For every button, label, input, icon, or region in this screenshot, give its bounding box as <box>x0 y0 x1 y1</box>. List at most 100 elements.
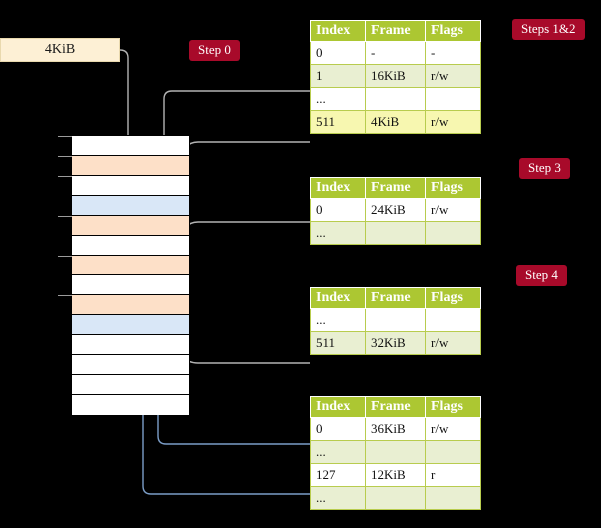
table-cell: 0 <box>310 198 366 222</box>
memory-row <box>72 315 189 336</box>
table-cell: r/w <box>425 64 481 88</box>
table-cell <box>425 486 481 510</box>
column-header-frame: Frame <box>365 20 426 42</box>
wire-l2-row0-to-memory <box>175 221 310 252</box>
memory-row-tick <box>58 155 72 157</box>
wire-l4-row0-to-memory <box>151 339 310 445</box>
source-frame-box: 4KiB <box>0 38 120 62</box>
table-cell <box>425 440 481 464</box>
table-cell <box>365 221 426 245</box>
table-cell: r/w <box>425 331 481 355</box>
memory-row <box>72 275 189 296</box>
memory-row <box>72 355 189 376</box>
table-cell <box>425 87 481 111</box>
memory-row <box>58 136 189 156</box>
table-cell: 511 <box>310 331 366 355</box>
table-cell: 511 <box>310 110 366 134</box>
table-cell: 12KiB <box>365 463 426 487</box>
wire-l1-row511-to-memory <box>175 141 310 169</box>
table-cell <box>365 440 426 464</box>
column-header-flags: Flags <box>425 177 481 199</box>
table-cell: ... <box>310 486 366 510</box>
badge-step-0: Step 0 <box>189 40 240 61</box>
table-cell: ... <box>310 440 366 464</box>
memory-row-tick <box>58 136 72 137</box>
table-cell: 32KiB <box>365 331 426 355</box>
source-frame-label: 4KiB <box>44 42 76 57</box>
badge-steps-1-2: Steps 1&2 <box>512 19 585 40</box>
wire-l3-row511-to-memory <box>171 318 310 364</box>
table-row: ... <box>310 221 481 245</box>
memory-row <box>72 195 189 216</box>
memory-row <box>72 375 189 395</box>
table-row: ... <box>310 440 481 464</box>
physical-memory-column <box>58 135 190 415</box>
table-row: ... <box>310 486 481 510</box>
table-cell: r <box>425 463 481 487</box>
column-header-index: Index <box>310 396 366 418</box>
column-header-flags: Flags <box>425 396 481 418</box>
column-header-index: Index <box>310 20 366 42</box>
table-cell: 1 <box>310 64 366 88</box>
table-row: ... <box>310 87 481 111</box>
memory-row-tick <box>58 295 72 297</box>
table-cell <box>365 486 426 510</box>
table-row: 0-- <box>310 41 481 65</box>
column-header-frame: Frame <box>365 287 426 309</box>
badge-step-3: Step 3 <box>519 158 570 179</box>
column-header-frame: Frame <box>365 177 426 199</box>
table-cell: 0 <box>310 417 366 441</box>
memory-row-tick <box>58 215 72 217</box>
memory-row-tick <box>58 175 72 177</box>
table-row: ... <box>310 308 481 332</box>
table-cell: 16KiB <box>365 64 426 88</box>
table-cell <box>425 308 481 332</box>
memory-row <box>72 394 189 415</box>
column-header-flags: Flags <box>425 20 481 42</box>
table-cell <box>425 221 481 245</box>
memory-row <box>58 155 189 176</box>
table-cell: r/w <box>425 198 481 222</box>
memory-row <box>72 235 189 256</box>
table-cell: ... <box>310 221 366 245</box>
column-header-index: Index <box>310 287 366 309</box>
memory-row <box>58 215 189 236</box>
memory-row <box>58 295 189 316</box>
table-cell: r/w <box>425 417 481 441</box>
table-cell: 36KiB <box>365 417 426 441</box>
table-cell <box>365 87 426 111</box>
table-cell: 4KiB <box>365 110 426 134</box>
memory-row <box>58 175 189 196</box>
wire-l4-row127-to-memory <box>136 219 310 495</box>
table-cell: - <box>425 41 481 65</box>
table-cell: 0 <box>310 41 366 65</box>
table-cell: r/w <box>425 110 481 134</box>
table-cell: - <box>365 41 426 65</box>
table-cell <box>365 308 426 332</box>
memory-row-tick <box>58 255 72 257</box>
table-cell: ... <box>310 308 366 332</box>
memory-row <box>72 335 189 356</box>
column-header-index: Index <box>310 177 366 199</box>
memory-row <box>58 255 189 276</box>
wire-l1-row1-to-memory <box>163 90 310 146</box>
badge-step-4: Step 4 <box>516 265 567 286</box>
table-cell: 24KiB <box>365 198 426 222</box>
column-header-frame: Frame <box>365 396 426 418</box>
table-cell: 127 <box>310 463 366 487</box>
